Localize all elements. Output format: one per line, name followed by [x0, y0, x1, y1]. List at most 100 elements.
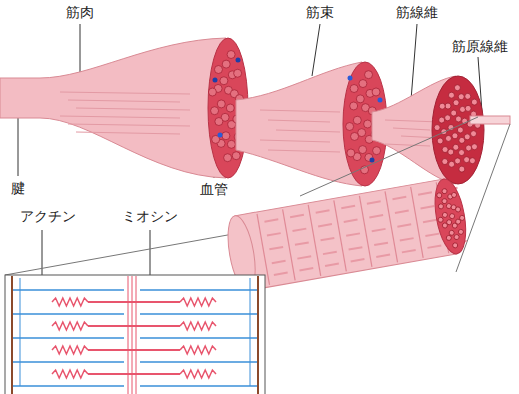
cross-section-cell — [438, 203, 444, 209]
cross-section-cell — [448, 92, 454, 98]
sarcomere-frame — [5, 275, 265, 394]
band — [272, 261, 286, 263]
cross-section-cell — [359, 80, 367, 88]
myosin-head — [180, 322, 216, 330]
streak — [268, 120, 330, 122]
cross-section-cell — [442, 223, 448, 229]
cross-section-cell — [449, 230, 455, 236]
cross-section-cell — [459, 166, 465, 172]
cross-section-cell — [454, 234, 460, 240]
fiber-cross-section — [432, 76, 484, 184]
cross-section-cell — [220, 77, 228, 85]
cross-section-cell — [464, 157, 470, 163]
cross-section-cell — [442, 147, 448, 153]
cross-section-cell — [365, 71, 373, 79]
band — [374, 243, 388, 245]
band — [341, 206, 355, 208]
cross-section-cell — [457, 127, 463, 133]
m-line — [128, 276, 129, 394]
cross-section-cell — [453, 100, 459, 106]
cross-section-cell — [452, 242, 458, 248]
myosin-filament — [88, 301, 180, 303]
cross-section-cell — [364, 120, 372, 128]
cross-section-cell — [356, 95, 364, 103]
cross-section-cell — [446, 235, 452, 241]
z-disc-link — [250, 278, 251, 386]
actin-filament — [12, 385, 124, 387]
cross-section-cell — [458, 94, 464, 100]
actin-filament — [12, 337, 124, 339]
cross-section-cell — [353, 116, 361, 124]
part-label: 筋線維 — [396, 4, 438, 21]
band — [425, 234, 439, 236]
cross-section-cell — [359, 146, 367, 154]
part-label: 筋原線維 — [452, 38, 508, 55]
cross-section-cell — [373, 147, 381, 155]
band — [318, 224, 332, 226]
band — [372, 229, 386, 231]
myosin-filament — [88, 349, 180, 351]
band — [297, 256, 311, 258]
cross-section-cell — [222, 60, 230, 68]
band — [421, 206, 435, 208]
m-line — [132, 276, 133, 394]
cross-section-cell — [452, 133, 458, 139]
leader-lines — [18, 24, 482, 300]
z-band — [385, 191, 398, 262]
streak — [68, 124, 190, 126]
cross-section-cell — [211, 107, 219, 115]
z-disc-link — [20, 278, 21, 386]
z-line — [11, 276, 13, 394]
cross-section-cell — [442, 198, 448, 204]
myosin-head — [52, 346, 88, 354]
streak — [393, 128, 430, 130]
part-label: ミオシン — [122, 208, 178, 225]
cross-section-cell — [234, 69, 242, 77]
cross-section-cell — [442, 212, 448, 218]
cross-section-cell — [448, 149, 454, 155]
cross-section-cell — [439, 103, 445, 109]
blood-vessel — [218, 133, 223, 138]
myosin-head — [180, 298, 216, 306]
blood-vessel — [213, 78, 218, 83]
part-label: 腱 — [11, 180, 25, 197]
z-band — [283, 209, 296, 280]
band — [351, 259, 365, 261]
cross-section-cell — [465, 105, 471, 111]
cross-section-cell — [437, 138, 443, 144]
band — [344, 220, 358, 222]
z-band — [257, 214, 270, 285]
cross-section-cell — [214, 66, 222, 74]
band — [290, 215, 304, 217]
cross-section-cell — [460, 106, 466, 112]
cross-section-cell — [351, 132, 359, 140]
cross-section-cell — [346, 123, 354, 131]
streak — [76, 108, 190, 110]
part-label: 筋肉 — [66, 4, 94, 21]
cross-section-cell — [454, 85, 460, 91]
cross-section-cell — [449, 161, 455, 167]
cross-section-cell — [358, 129, 366, 137]
band — [376, 254, 390, 256]
cross-section-cell — [469, 158, 475, 164]
band — [395, 211, 409, 213]
m-line — [136, 276, 137, 394]
cross-section-cell — [445, 135, 451, 141]
actin-filament — [140, 313, 258, 315]
cross-section-cell — [459, 150, 465, 156]
band — [349, 247, 363, 249]
band — [423, 220, 437, 222]
actin-filament — [12, 313, 124, 315]
cross-section-cell — [439, 117, 445, 123]
band — [316, 210, 330, 212]
streak — [60, 92, 190, 94]
myosin-filament — [88, 373, 180, 375]
band — [299, 268, 313, 270]
cross-section-cell — [451, 192, 457, 198]
cross-section-cell — [442, 159, 448, 165]
cross-section-cell — [232, 152, 240, 160]
streak — [385, 144, 430, 146]
band — [427, 245, 441, 247]
cross-section-cell — [215, 118, 223, 126]
cross-section-cell — [466, 145, 472, 151]
